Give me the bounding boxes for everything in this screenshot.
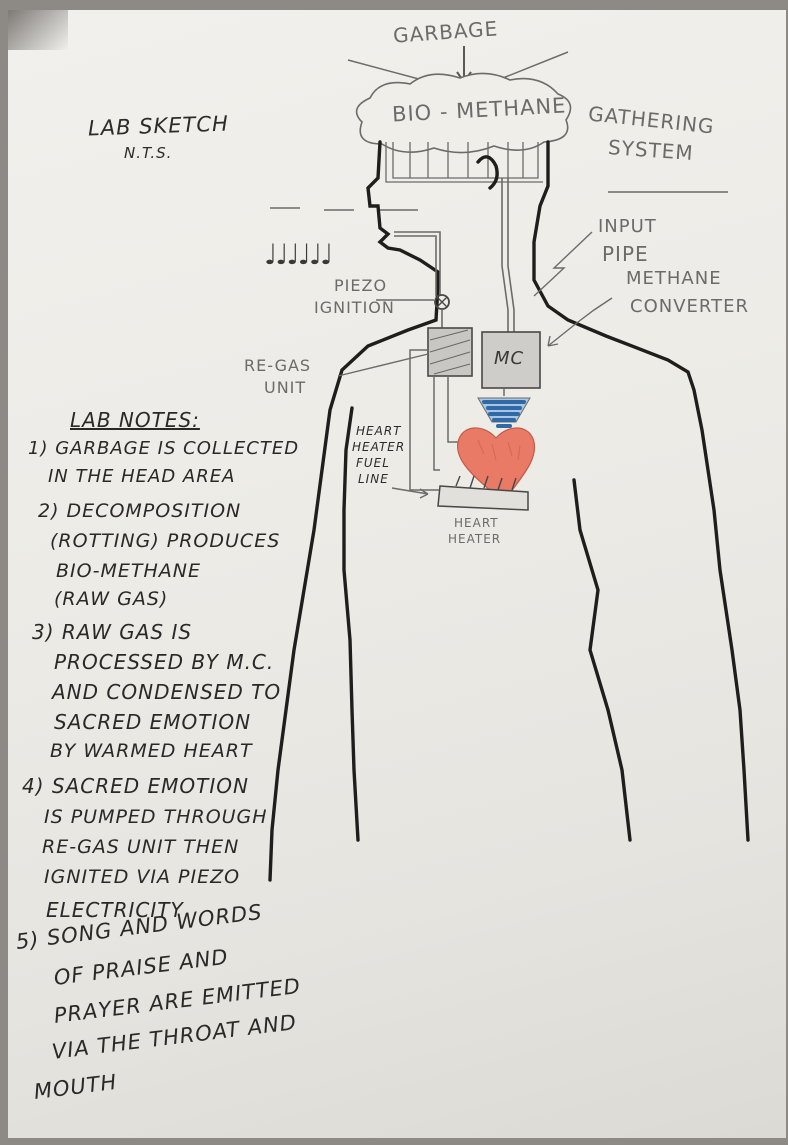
- note-line: RE-GAS UNIT THEN: [42, 836, 239, 858]
- input-label: INPUT: [598, 216, 657, 237]
- note-line: AND CONDENSED TO: [52, 680, 281, 704]
- note-line: BY WARMED HEART: [50, 740, 253, 762]
- note-line: PROCESSED BY M.C.: [54, 650, 274, 674]
- note-line: IN THE HEAD AREA: [48, 466, 235, 487]
- regas-label: RE-GAS: [244, 356, 311, 375]
- heart-fuel-label-4: LINE: [358, 472, 389, 486]
- paper-sheet: GARBAGE BIO - METHANE GATHERING SYSTEM L…: [8, 10, 786, 1138]
- heart-fuel-label-3: FUEL: [356, 456, 390, 470]
- lab-sketch-title: LAB SKETCH: [88, 112, 230, 141]
- methane-label: METHANE: [626, 268, 722, 289]
- heart-fuel-label-2: HEATER: [352, 440, 405, 454]
- mc-label: MC: [494, 348, 524, 369]
- neck-pipes: [394, 178, 514, 340]
- note-line: IS PUMPED THROUGH: [44, 806, 268, 828]
- unit-label: UNIT: [264, 378, 306, 397]
- ignition-label: IGNITION: [314, 298, 395, 317]
- heart-heater-label-1: HEART: [454, 516, 499, 530]
- heart-heater-label-2: HEATER: [448, 532, 501, 546]
- nts-label: N.T.S.: [124, 144, 172, 162]
- piezo-label: PIEZO: [334, 276, 387, 295]
- note-line: (RAW GAS): [54, 588, 168, 610]
- pipe-label: PIPE: [602, 242, 649, 266]
- face-line: [270, 192, 728, 210]
- lab-notes-heading: LAB NOTES:: [70, 408, 200, 432]
- heart-fuel-label-1: HEART: [356, 424, 401, 438]
- body-outline: [270, 142, 748, 880]
- note-line: BIO-METHANE: [56, 560, 201, 582]
- heart-heater: [438, 486, 528, 510]
- note-line: 1) GARBAGE IS COLLECTED: [28, 438, 299, 459]
- note-line: IGNITED VIA PIEZO: [44, 866, 240, 888]
- note-line: SACRED EMOTION: [54, 710, 251, 734]
- note-line: (ROTTING) PRODUCES: [50, 530, 280, 552]
- note-line: 2) DECOMPOSITION: [38, 500, 241, 522]
- note-line: 3) RAW GAS IS: [32, 620, 192, 644]
- converter-label: CONVERTER: [630, 296, 749, 317]
- music-notes: ♩♩♩♩♩♩: [264, 238, 331, 271]
- note-line: 4) SACRED EMOTION: [22, 774, 249, 798]
